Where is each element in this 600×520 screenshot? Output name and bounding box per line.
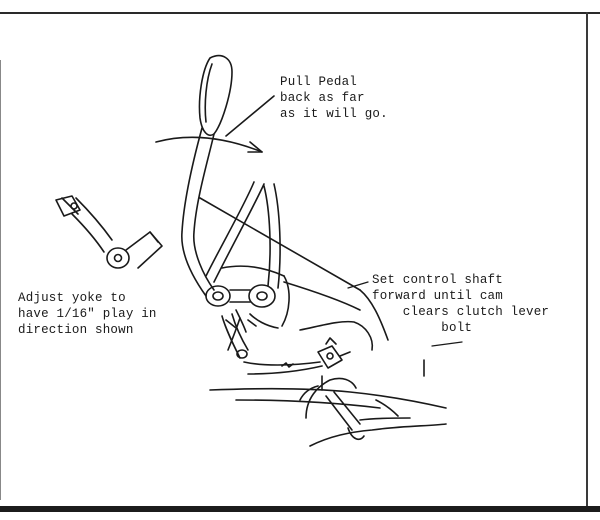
set-control-shaft-callout: Set control shaft forward until cam clea… [372, 273, 550, 335]
right-border [586, 12, 588, 506]
pull-pedal-callout: Pull Pedal back as far as it will go. [280, 75, 388, 121]
top-border [0, 12, 600, 14]
link-rod [221, 313, 323, 375]
pedal-arm [181, 127, 215, 297]
adjust-yoke-callout: Adjust yoke to have 1/16" play in direct… [18, 291, 157, 337]
left-edge [0, 60, 1, 500]
rod-yoke [317, 337, 351, 369]
control-shaft-line [199, 197, 389, 341]
pedal-pad [198, 54, 233, 136]
pivot-bosses [205, 265, 290, 333]
bottom-border [0, 506, 600, 512]
linkage-arms [205, 181, 281, 289]
pedal-travel-arrow [155, 95, 275, 153]
frame-lines [209, 359, 447, 447]
clutch-lever [299, 375, 365, 441]
pedal-bracket [225, 281, 374, 351]
yoke-detail [55, 195, 163, 269]
callout-leaders [347, 281, 463, 347]
